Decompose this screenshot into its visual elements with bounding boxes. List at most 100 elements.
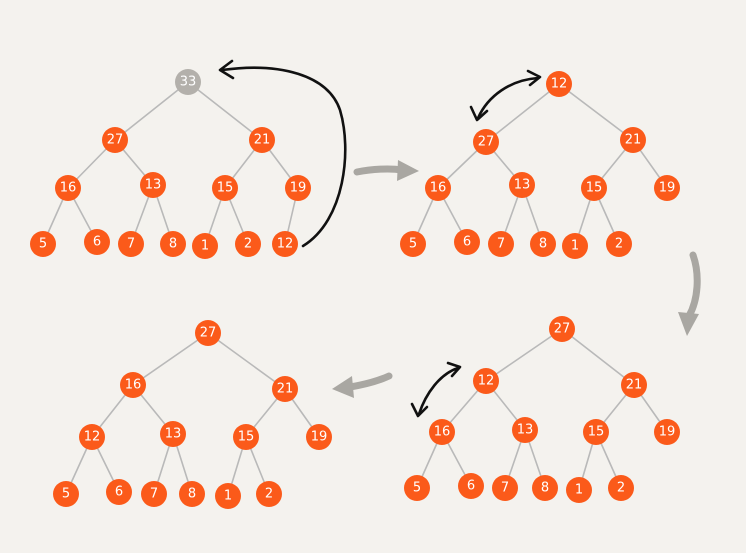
swap-arrow-root-child — [476, 76, 540, 120]
node-value: 7 — [150, 487, 158, 502]
tree-1-node-15: 15 — [212, 175, 238, 201]
tree-1-node-8: 8 — [160, 231, 186, 257]
node-circle — [285, 175, 311, 201]
node-value: 15 — [217, 181, 234, 196]
tree-2-node-19: 19 — [654, 175, 680, 201]
node-circle — [118, 231, 144, 257]
node-value: 16 — [125, 378, 142, 393]
tree-3-node-27: 27 — [549, 316, 575, 342]
tree-3-node-7: 7 — [492, 475, 518, 501]
node-value: 6 — [115, 485, 123, 500]
tree-1-node-5: 5 — [30, 231, 56, 257]
swap-arrow-sift-down-head-a — [446, 361, 462, 378]
node-circle — [654, 175, 680, 201]
tree-4-node-19: 19 — [306, 424, 332, 450]
tree-4-node-27: 27 — [195, 320, 221, 346]
node-circle — [608, 475, 634, 501]
tree-3-node-15: 15 — [583, 419, 609, 445]
tree-4-node-5: 5 — [53, 481, 79, 507]
node-value: 19 — [659, 181, 676, 196]
tree-4-node-1: 1 — [215, 483, 241, 509]
node-value: 7 — [127, 237, 135, 252]
swap-arrow-root-child-head-b — [469, 105, 489, 122]
node-value: 6 — [467, 479, 475, 494]
node-circle — [141, 481, 167, 507]
node-circle — [160, 231, 186, 257]
step-arrow-2-to-3 — [685, 251, 701, 320]
node-value: 1 — [224, 489, 232, 504]
node-circle — [84, 229, 110, 255]
node-circle — [175, 69, 201, 95]
tree-1-node-16: 16 — [55, 175, 81, 201]
node-circle — [566, 477, 592, 503]
tree-1-node-19: 19 — [285, 175, 311, 201]
node-circle — [404, 475, 430, 501]
tree-3-node-12: 12 — [473, 368, 499, 394]
node-circle — [30, 231, 56, 257]
tree-4-node-15: 15 — [233, 424, 259, 450]
node-circle — [654, 419, 680, 445]
tree-2-node-1: 1 — [562, 233, 588, 259]
node-circle — [272, 376, 298, 402]
swap-arrow-last-to-root — [220, 66, 347, 248]
tree-2-node-13: 13 — [509, 172, 535, 198]
node-circle — [306, 424, 332, 450]
tree-1-node-12: 12 — [272, 231, 298, 257]
tree-1-node-21: 21 — [249, 127, 275, 153]
step-arrow-3-to-4 — [346, 372, 393, 391]
node-circle — [621, 372, 647, 398]
step-arrow-2-to-3-head — [678, 312, 699, 336]
tree-4-node-12: 12 — [79, 424, 105, 450]
tree-3-node-13: 13 — [512, 417, 538, 443]
tree-4-node-2: 2 — [256, 481, 282, 507]
swap-arrow-root-child-head-a — [526, 69, 542, 87]
node-circle — [562, 233, 588, 259]
node-circle — [140, 172, 166, 198]
node-value: 13 — [145, 178, 162, 193]
node-circle — [473, 368, 499, 394]
node-circle — [120, 372, 146, 398]
node-circle — [106, 479, 132, 505]
tree-3-node-5: 5 — [404, 475, 430, 501]
node-value: 15 — [588, 425, 605, 440]
node-circle — [492, 475, 518, 501]
tree-2-node-7: 7 — [488, 231, 514, 257]
tree-1-node-7: 7 — [118, 231, 144, 257]
node-value: 5 — [413, 481, 421, 496]
node-circle — [549, 316, 575, 342]
node-value: 16 — [60, 181, 77, 196]
swap-arrow-sift-down — [417, 366, 460, 416]
tree-1-node-2: 2 — [235, 231, 261, 257]
node-circle — [233, 424, 259, 450]
node-circle — [583, 419, 609, 445]
step-arrow-1-to-2 — [353, 165, 406, 176]
tree-1-node-13: 13 — [140, 172, 166, 198]
node-circle — [581, 175, 607, 201]
tree-2-edge — [558, 83, 634, 141]
tree-4-node-13: 13 — [160, 421, 186, 447]
node-circle — [488, 231, 514, 257]
node-circle — [179, 481, 205, 507]
node-value: 13 — [517, 423, 534, 438]
node-circle — [160, 421, 186, 447]
tree-4-node-8: 8 — [179, 481, 205, 507]
node-value: 27 — [554, 322, 571, 337]
node-value: 21 — [254, 133, 271, 148]
node-value: 15 — [586, 181, 603, 196]
tree-2-edge — [485, 83, 560, 143]
node-value: 6 — [463, 235, 471, 250]
swap-arrow-sift-down-head-b — [410, 402, 429, 418]
tree-4-edge — [132, 332, 209, 386]
node-circle — [249, 127, 275, 153]
tree-3-node-2: 2 — [608, 475, 634, 501]
tree-2-node-6: 6 — [454, 229, 480, 255]
node-value: 12 — [551, 77, 568, 92]
node-value: 19 — [290, 181, 307, 196]
node-value: 15 — [238, 430, 255, 445]
tree-3-node-19: 19 — [654, 419, 680, 445]
node-value: 5 — [39, 237, 47, 252]
tree-4-node-7: 7 — [141, 481, 167, 507]
node-value: 27 — [107, 133, 124, 148]
tree-4-node-21: 21 — [272, 376, 298, 402]
